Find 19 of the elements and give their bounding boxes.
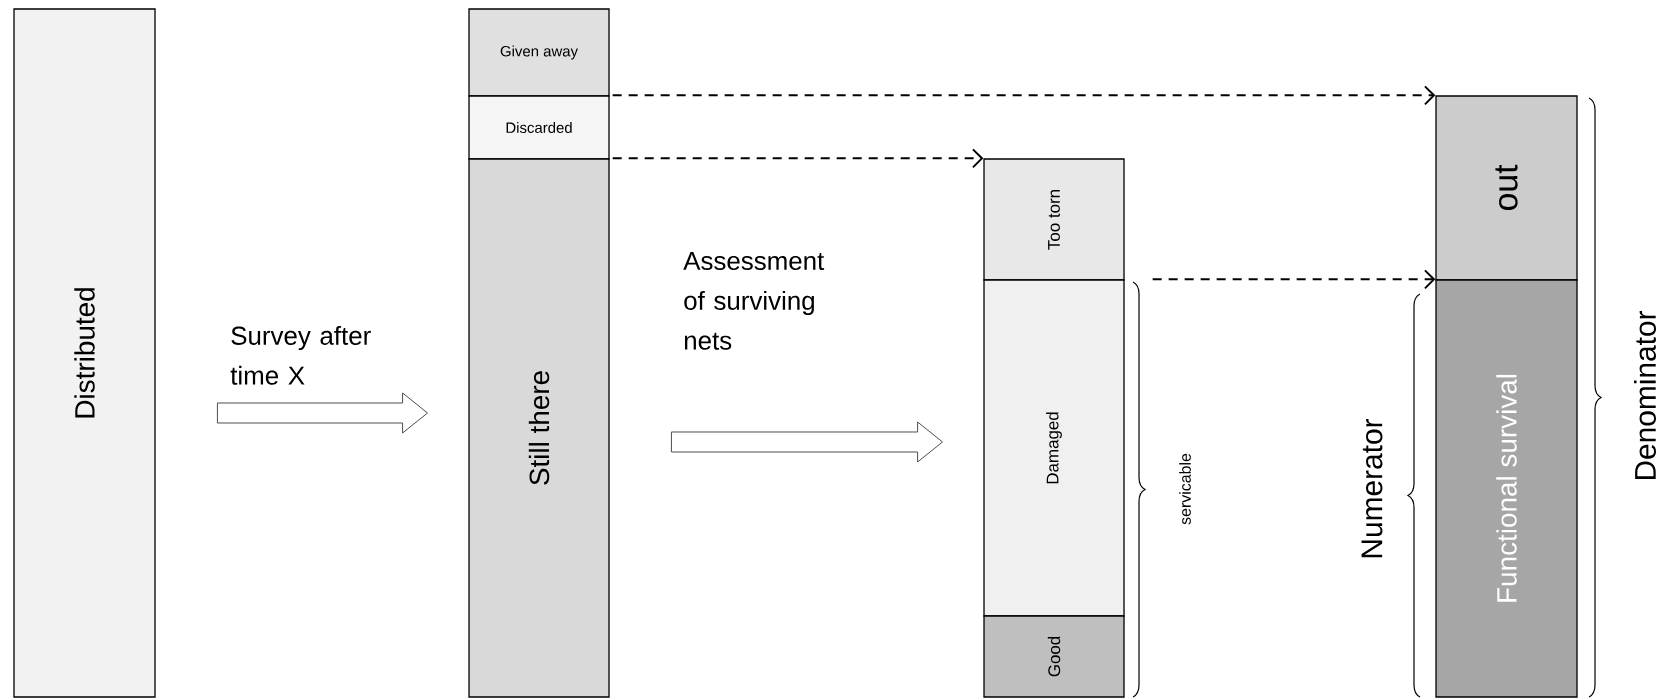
given-away-segment: Given away: [468, 8, 610, 97]
good-segment: Good: [983, 615, 1125, 698]
dashed-arrow: [611, 148, 984, 169]
brace-label: Numerator: [1361, 418, 1383, 558]
dashed-arrow: [611, 85, 1436, 106]
out-segment: out: [1435, 95, 1578, 281]
too-torn-segment: Too torn: [983, 158, 1125, 281]
still-there-segment: Still there: [468, 158, 610, 698]
discarded-segment: Discarded: [468, 95, 610, 160]
edge-label: Survey after time X: [230, 325, 371, 385]
brace-label: Denominator: [1634, 310, 1656, 480]
dashed-arrow: [1151, 269, 1436, 290]
damaged-segment: Damaged: [983, 279, 1125, 617]
distributed-bar: Distributed: [13, 8, 156, 698]
hollow-arrow: [216, 392, 428, 434]
brace-label: servicable: [1179, 453, 1191, 525]
edge-label: Assessment of surviving nets: [683, 252, 825, 350]
hollow-arrow: [670, 421, 943, 463]
functional-survival-segment: Functional survival: [1435, 279, 1578, 698]
